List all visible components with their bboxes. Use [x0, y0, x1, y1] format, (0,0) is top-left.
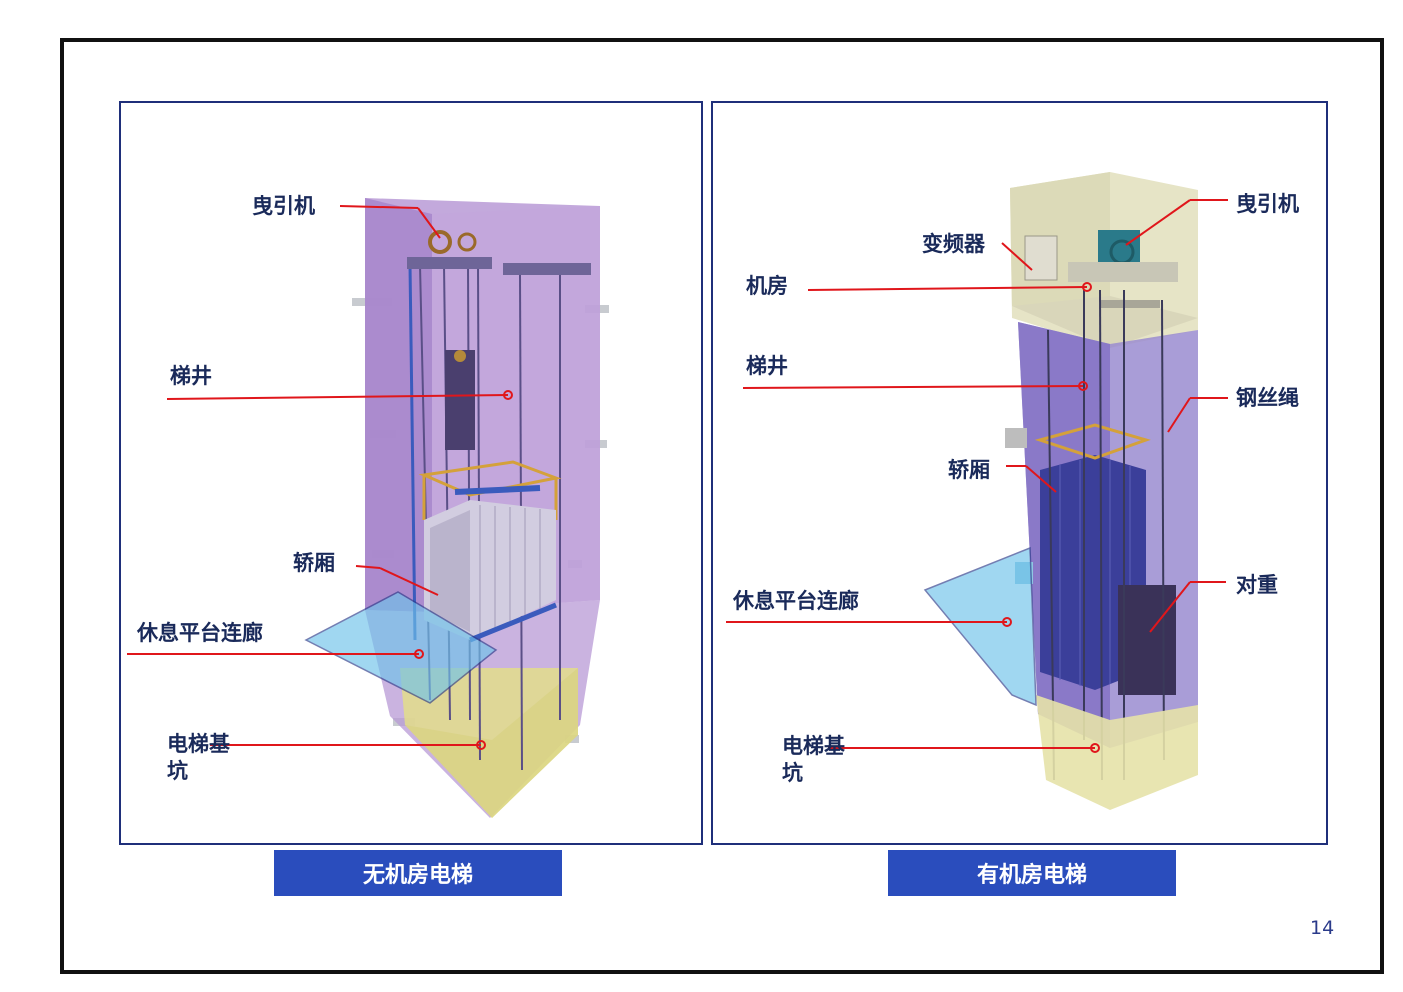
right-elevator-drawing	[923, 172, 1198, 810]
left-label-shaft: 梯井	[170, 364, 212, 388]
right-label-traction: 曳引机	[1236, 192, 1299, 216]
page-number: 14	[1310, 917, 1335, 939]
left-label-corridor: 休息平台连廊	[137, 621, 263, 645]
right-leader-lines	[726, 199, 1228, 749]
right-label-pit: 电梯基坑	[782, 734, 845, 785]
right-caption: 有机房电梯	[888, 850, 1176, 896]
left-leader-lines	[127, 205, 509, 746]
left-label-traction: 曳引机	[252, 194, 315, 218]
right-label-counterweight: 对重	[1236, 573, 1278, 597]
left-label-pit: 电梯基坑	[167, 732, 230, 783]
left-label-car: 轿厢	[293, 551, 335, 575]
right-label-inverter: 变频器	[922, 232, 985, 256]
right-label-rope: 钢丝绳	[1236, 386, 1299, 410]
left-elevator-drawing	[304, 198, 609, 818]
left-caption: 无机房电梯	[274, 850, 562, 896]
right-label-corridor: 休息平台连廊	[733, 589, 859, 613]
right-label-machine-room: 机房	[746, 274, 788, 298]
right-label-shaft: 梯井	[746, 354, 788, 378]
right-label-car: 轿厢	[948, 458, 990, 482]
